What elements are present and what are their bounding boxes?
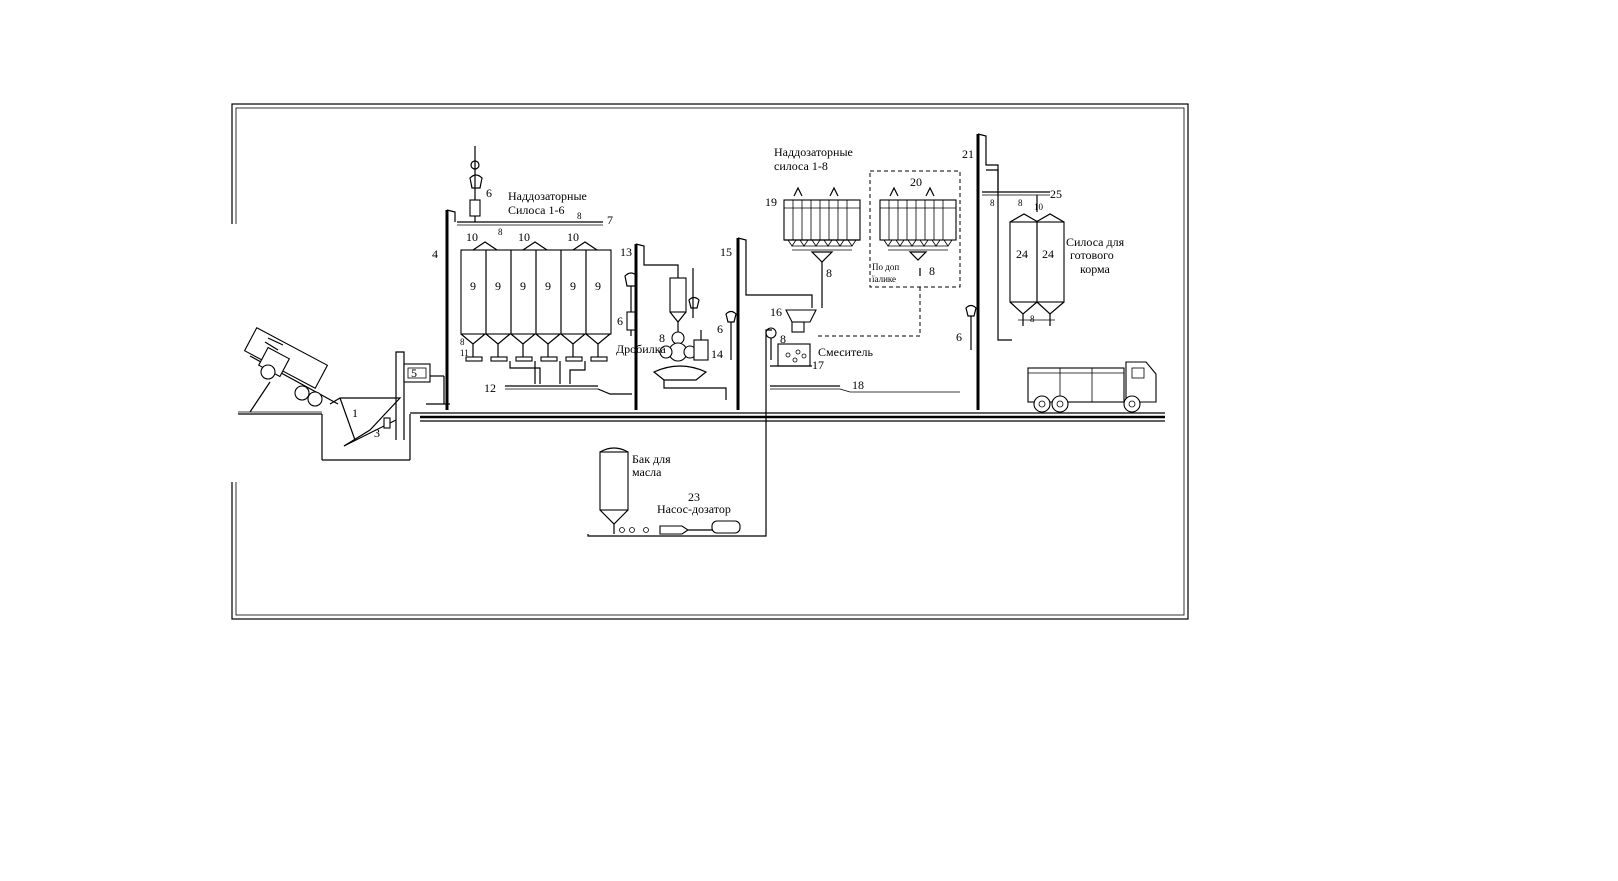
crusher-feed-silo (669, 268, 700, 332)
aspiration-unit-6-crusher: 6 (617, 272, 638, 336)
receiving-hopper-1: 1 (329, 397, 402, 447)
label-13: 13 (620, 245, 632, 259)
collecting-conveyor-12 (505, 385, 632, 395)
label-10-c: 10 (567, 230, 579, 244)
silo-9-4: 9 (545, 279, 551, 293)
label-16: 16 (770, 305, 782, 319)
silo-24-a: 24 (1016, 247, 1028, 261)
dosers-row: 12 (465, 344, 608, 395)
bucket-elevator-21: 21 (962, 133, 1012, 410)
silo-9-1: 9 (470, 279, 476, 293)
silos-1-6-title-line1: Наддозаторные (508, 189, 587, 203)
label-10-b: 10 (518, 230, 530, 244)
label-15: 15 (720, 245, 732, 259)
label-6-mid: 6 (717, 322, 723, 336)
dosing-silos-1-8: 8 19 (765, 186, 861, 280)
oil-tank-line1: Бак для (632, 452, 671, 466)
label-7: 7 (607, 213, 613, 227)
extra-silos-20: 8 20 По доп їалике (869, 170, 961, 288)
ready-silos-line3: корма (1080, 262, 1111, 276)
dosing-silos-1-6: 9 9 9 9 9 9 10 10 10 8 11 (460, 230, 612, 358)
pump-label: Насос-дозатор (657, 502, 731, 516)
crusher: 8 Дробилка (616, 331, 727, 400)
label-8-i: 8 (1018, 198, 1023, 208)
label-6-top: 6 (486, 186, 492, 200)
bucket-elevator-4: 4 (432, 209, 456, 410)
silo-9-2: 9 (495, 279, 501, 293)
diagram-frame (231, 103, 1189, 620)
feed-truck (1027, 361, 1157, 413)
label-21: 21 (962, 147, 974, 161)
conveyor-25: 25 8 8 10 (982, 187, 1062, 212)
aspiration-unit-6-mid: 6 (717, 310, 737, 360)
label-8-b: 8 (577, 211, 582, 221)
dump-truck-unloader (243, 326, 339, 413)
label-8-h: 8 (990, 198, 995, 208)
aspiration-unit-6-top: 6 (469, 146, 492, 222)
dosing-pump-23: 23 Насос-дозатор (587, 329, 772, 537)
oil-tank: Бак для масла (599, 447, 671, 534)
label-8-a: 8 (498, 227, 503, 237)
label-8-j: 8 (1030, 314, 1035, 324)
weigher-14: 14 (693, 330, 723, 361)
mixer-label: Смеситель (818, 345, 874, 359)
silos-1-6-title-line2: Силоса 1-6 (508, 203, 565, 217)
ready-silos-line2: готового (1070, 248, 1114, 262)
label-17: 17 (812, 358, 824, 372)
label-5: 5 (411, 366, 417, 380)
label-8-e: 8 (826, 266, 832, 280)
label-4: 4 (432, 247, 438, 261)
silo-24-b: 24 (1042, 247, 1054, 261)
label-25: 25 (1050, 187, 1062, 201)
conveyor-3: 3 (343, 417, 397, 447)
label-6-crusher: 6 (617, 314, 623, 328)
ground-line (238, 411, 1165, 461)
dashed-feed-line (818, 287, 921, 337)
silo-9-6: 9 (595, 279, 601, 293)
label-8-g: 8 (780, 332, 786, 346)
bucket-elevator-15: 15 (720, 237, 813, 410)
label-20: 20 (910, 175, 922, 189)
label-23: 23 (688, 490, 700, 504)
label-14: 14 (711, 347, 723, 361)
silo-9-3: 9 (520, 279, 526, 293)
label-10-d: 10 (1034, 202, 1044, 212)
label-11: 11 (460, 348, 469, 358)
label-3: 3 (374, 426, 380, 440)
silos-1-8-title-line1: Наддозаторные (774, 145, 853, 159)
label-8-f: 8 (929, 264, 935, 278)
bucket-elevator-lower: 5 (395, 351, 450, 440)
label-6-right: 6 (956, 330, 962, 344)
oil-tank-line2: масла (632, 465, 662, 479)
label-8-d: 8 (659, 331, 665, 345)
mixer-17: 16 8 17 Смеситель (765, 278, 874, 372)
extra-line1: По доп (872, 262, 899, 272)
distribution-conveyor-7: 7 8 8 (457, 211, 613, 237)
aspiration-unit-6-right: 6 (956, 304, 977, 350)
ready-feed-silos-24: 8 24 24 (1009, 195, 1065, 326)
extra-line2: їалике (872, 274, 896, 284)
silos-1-8-title-line2: силоса 1-8 (774, 159, 828, 173)
label-8-c: 8 (460, 337, 465, 347)
bucket-elevator-13: 13 (620, 243, 679, 410)
label-10-a: 10 (466, 230, 478, 244)
label-18: 18 (852, 378, 864, 392)
crusher-label: Дробилка (616, 342, 666, 356)
label-19: 19 (765, 195, 777, 209)
silo-9-5: 9 (570, 279, 576, 293)
label-1: 1 (352, 406, 358, 420)
label-12: 12 (484, 381, 496, 395)
ready-silos-line1: Силоса для (1066, 235, 1125, 249)
conveyor-18: 18 (770, 378, 960, 393)
